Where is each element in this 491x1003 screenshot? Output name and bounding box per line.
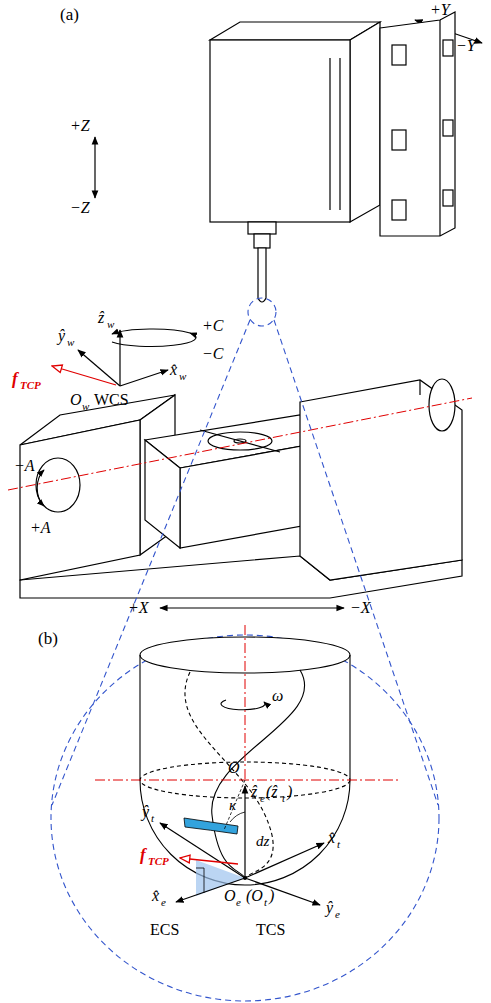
axis-label: −X bbox=[350, 600, 371, 616]
axis-symbol: ŷ bbox=[58, 328, 65, 344]
axis-label: −A bbox=[14, 458, 35, 474]
vector-symbol: f bbox=[140, 846, 146, 863]
axis-label: +X bbox=[128, 600, 149, 616]
panel-letter: (a) bbox=[60, 6, 79, 23]
frame-name: TCS bbox=[256, 922, 285, 938]
axis-subscript: e bbox=[260, 793, 265, 804]
origin-symbol: O bbox=[70, 392, 82, 408]
axis-label: +C bbox=[202, 318, 223, 334]
tool-axes-red bbox=[95, 625, 400, 780]
axis-symbol: ẑ bbox=[251, 784, 257, 800]
ecs-tcs-axes bbox=[160, 786, 324, 905]
origin-symbol: O bbox=[224, 888, 236, 904]
axis-symbol: (ẑ bbox=[266, 784, 278, 800]
origin-subscript: e bbox=[236, 897, 241, 908]
axis-label: +Z bbox=[70, 118, 90, 134]
zoom-callout bbox=[51, 298, 439, 1001]
axis-label: −Z bbox=[70, 200, 90, 216]
axis-subscript: w bbox=[179, 371, 186, 382]
vector-symbol: f bbox=[12, 370, 18, 387]
axis-symbol: ŷ bbox=[326, 900, 333, 916]
axis-subscript: t bbox=[282, 793, 285, 804]
frame-name: WCS bbox=[94, 392, 129, 408]
feed-vector bbox=[180, 858, 238, 864]
axis-subscript: e bbox=[161, 897, 166, 908]
right-angle-mark bbox=[196, 868, 204, 893]
vector-subscript: TCP bbox=[148, 856, 169, 867]
axis-subscript: e bbox=[335, 909, 340, 920]
axis-subscript: w bbox=[107, 319, 114, 330]
axis-symbol: x̂ bbox=[152, 888, 159, 904]
frame-name: ECS bbox=[150, 922, 179, 938]
rotation-arrows bbox=[37, 329, 196, 506]
axis-label: +Y bbox=[430, 2, 450, 18]
trunnion-table bbox=[20, 379, 462, 598]
a-axis-line bbox=[8, 398, 472, 490]
axis-subscript: t bbox=[151, 813, 154, 824]
angle-symbol: κ bbox=[229, 798, 236, 813]
feed-vector bbox=[52, 366, 116, 385]
shaded-plane bbox=[196, 860, 245, 896]
panel-letter: (b) bbox=[38, 630, 58, 647]
kappa-line bbox=[224, 780, 245, 830]
height-symbol: dz bbox=[256, 834, 269, 849]
axis-symbol: ẑ bbox=[98, 310, 104, 326]
axis-symbol: ŷ bbox=[142, 804, 149, 820]
cutting-edge-element bbox=[184, 818, 238, 834]
origin-subscript: t bbox=[264, 897, 267, 908]
vector-subscript: TCP bbox=[20, 380, 41, 391]
origin-symbol: (O bbox=[246, 888, 263, 904]
axis-label: −C bbox=[202, 346, 223, 362]
axis-subscript: t bbox=[337, 839, 340, 850]
angular-velocity: ω bbox=[272, 688, 283, 704]
origin-symbol: ) bbox=[269, 888, 274, 904]
axis-label: +A bbox=[30, 520, 51, 536]
axis-subscript: w bbox=[67, 337, 74, 348]
kappa-arc bbox=[230, 812, 245, 822]
origin-dot bbox=[243, 876, 247, 880]
axis-symbol: x̂ bbox=[328, 830, 335, 846]
axis-label: −Y bbox=[456, 38, 476, 54]
axis-symbol: ) bbox=[287, 784, 292, 800]
spindle-head bbox=[210, 12, 455, 302]
center-symbol: O bbox=[228, 760, 240, 776]
origin-subscript: w bbox=[82, 401, 89, 412]
axis-symbol: x̂ bbox=[170, 362, 177, 378]
